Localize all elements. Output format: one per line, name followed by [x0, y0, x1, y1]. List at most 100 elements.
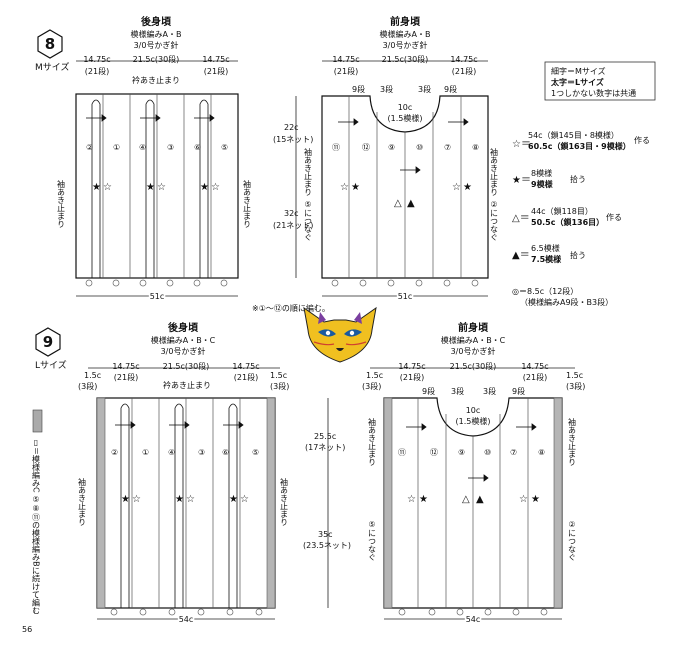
- col-label: ⑧: [538, 448, 545, 457]
- front-width-right-rows: (21段): [523, 372, 547, 382]
- col-label: ⑦: [510, 448, 517, 457]
- front-total-width: 51c: [398, 292, 413, 301]
- front-width-right-rows: (21段): [452, 66, 476, 76]
- legend-action: 拾う: [570, 250, 586, 260]
- back-hook: 3/0号かぎ針: [134, 40, 179, 50]
- front-pattern: 模様編みA・B・C: [441, 335, 506, 345]
- edge-width-left: 1.5c: [366, 371, 383, 380]
- star-filled-icon: ★: [419, 494, 428, 505]
- legend-tri-filled-m: 6.5模様: [531, 243, 560, 253]
- back-width-mid: 21.5c(30段): [133, 54, 180, 64]
- sleeve-slit-right: 袖あき止まり: [568, 417, 577, 466]
- legend-line: 細字＝Mサイズ: [551, 66, 606, 76]
- section-number: 9: [43, 333, 53, 351]
- col-label: ③: [198, 448, 205, 457]
- legend-line: 太字＝Lサイズ: [550, 77, 604, 87]
- legend-star-outline-m: 54c（鎖145目・8模様）: [528, 130, 619, 140]
- neck-rows: (1.5模様): [388, 113, 423, 123]
- collar-stop-label: 衿あき止まり: [163, 380, 211, 390]
- legend-tri-outline-l: 50.5c（鎖136目）: [531, 217, 604, 227]
- sleeve-slit-right: 袖あき止まり: [243, 179, 252, 228]
- edge-rows-left: (3段): [362, 381, 381, 391]
- back-hook: 3/0号かぎ針: [161, 346, 206, 356]
- legend-ring: ◎＝8.5c（12段）: [512, 286, 578, 296]
- star-filled-icon: ★: [351, 182, 360, 193]
- back-body-8: 後身頃 模様編みA・B 3/0号かぎ針 14.75c (21段) 21.5c(3…: [57, 15, 252, 303]
- col-label: ⑥: [222, 448, 229, 457]
- front-body-9: 前身頃 模様編みA・B・C 3/0号かぎ針 1.5c (3段) 14.75c (…: [362, 321, 585, 626]
- col-label: ②: [86, 143, 93, 152]
- legend-star-filled-l: 9模様: [531, 179, 554, 189]
- star-outline-icon: ☆: [340, 182, 349, 193]
- front-title: 前身頃: [458, 321, 489, 334]
- sleeve-slit-left: 袖あき止まり: [304, 147, 313, 196]
- legend-star-filled-m: 8模様: [531, 168, 552, 178]
- col-label: ⑨: [458, 448, 465, 457]
- star-outline-icon: ☆: [157, 182, 166, 193]
- front-title: 前身頃: [390, 15, 421, 28]
- rows-label: 3段: [483, 386, 496, 396]
- star-filled-icon: ★: [531, 494, 540, 505]
- star-outline-icon: ☆: [211, 182, 220, 193]
- pattern-c-strip: [96, 397, 106, 609]
- join-right: ②につなぐ: [568, 520, 577, 561]
- front-width-mid: 21.5c(30段): [382, 54, 429, 64]
- rows-label: 9段: [352, 84, 365, 94]
- rows-label: 3段: [451, 386, 464, 396]
- order-note: ※①～⑫の順に編む。: [252, 303, 330, 313]
- back-total-width: 51c: [150, 292, 165, 301]
- join-right: ②につなぐ: [490, 200, 499, 241]
- star-filled-icon: ★: [229, 494, 238, 505]
- star-outline-icon: ☆: [103, 182, 112, 193]
- back-width-mid: 21.5c(30段): [163, 361, 210, 371]
- edge-rows-right: (3段): [566, 381, 585, 391]
- col-label: ⑫: [430, 448, 438, 457]
- back-width-left-rows: (21段): [85, 66, 109, 76]
- col-label: ①: [142, 448, 149, 457]
- star-outline-icon: ☆: [452, 182, 461, 193]
- legend-tri-outline-m: 44c（鎖118目）: [531, 206, 593, 216]
- join-left: ⑤につなぐ: [368, 520, 377, 561]
- sleeve-slit-right: 袖あき止まり: [490, 147, 499, 196]
- rows-label: 3段: [380, 84, 393, 94]
- height-upper-net: (17ネット): [305, 443, 345, 452]
- col-label: ⑪: [332, 143, 340, 152]
- edge-rows-right: (3段): [270, 381, 289, 391]
- height-upper-net: (15ネット): [273, 135, 313, 144]
- height-upper: 25.5c: [314, 432, 336, 441]
- front-total-width: 54c: [466, 615, 481, 624]
- size-label: Lサイズ: [35, 359, 67, 371]
- col-label: ⑥: [194, 143, 201, 152]
- section-number-badge: [37, 29, 63, 59]
- edge-rows-left: (3段): [78, 381, 97, 391]
- back-width-left: 14.75c: [112, 362, 139, 371]
- legend-ring-rows: （模様編みA9段・B3段）: [520, 297, 613, 307]
- collar-stop-label: 衿あき止まり: [132, 75, 180, 85]
- legend-action: 拾う: [570, 174, 586, 184]
- back-width-right-rows: (21段): [234, 372, 258, 382]
- neck-rows: (1.5模様): [456, 416, 491, 426]
- rows-label: 9段: [512, 386, 525, 396]
- fox-mask-illustration: [303, 306, 377, 363]
- symbol-legend: ☆＝ 54c（鎖145目・8模様） 60.5c（鎖163目・9模様） 作る ★＝…: [512, 130, 650, 307]
- back-width-right: 14.75c: [202, 55, 229, 64]
- edge-width-right: 1.5c: [270, 371, 287, 380]
- pattern-c-strip: [266, 397, 276, 609]
- col-label: ⑫: [362, 143, 370, 152]
- star-outline-icon: ☆＝: [512, 139, 531, 150]
- neck-width: 10c: [398, 103, 413, 112]
- legend-action: 作る: [606, 212, 622, 222]
- rows-label: 9段: [444, 84, 457, 94]
- size-label: Mサイズ: [35, 61, 70, 73]
- section-number-badge: [35, 327, 61, 357]
- front-width-right: 14.75c: [450, 55, 477, 64]
- star-outline-icon: ☆: [186, 494, 195, 505]
- front-width-mid: 21.5c(30段): [450, 361, 497, 371]
- legend-line: 1つしかない数字は共通: [551, 88, 636, 98]
- legend-tri-filled-l: 7.5模様: [531, 254, 562, 264]
- legend-box: [544, 61, 656, 101]
- col-label: ③: [167, 143, 174, 152]
- triangle-filled-icon: ▲: [407, 198, 415, 209]
- neck-width: 10c: [466, 406, 481, 415]
